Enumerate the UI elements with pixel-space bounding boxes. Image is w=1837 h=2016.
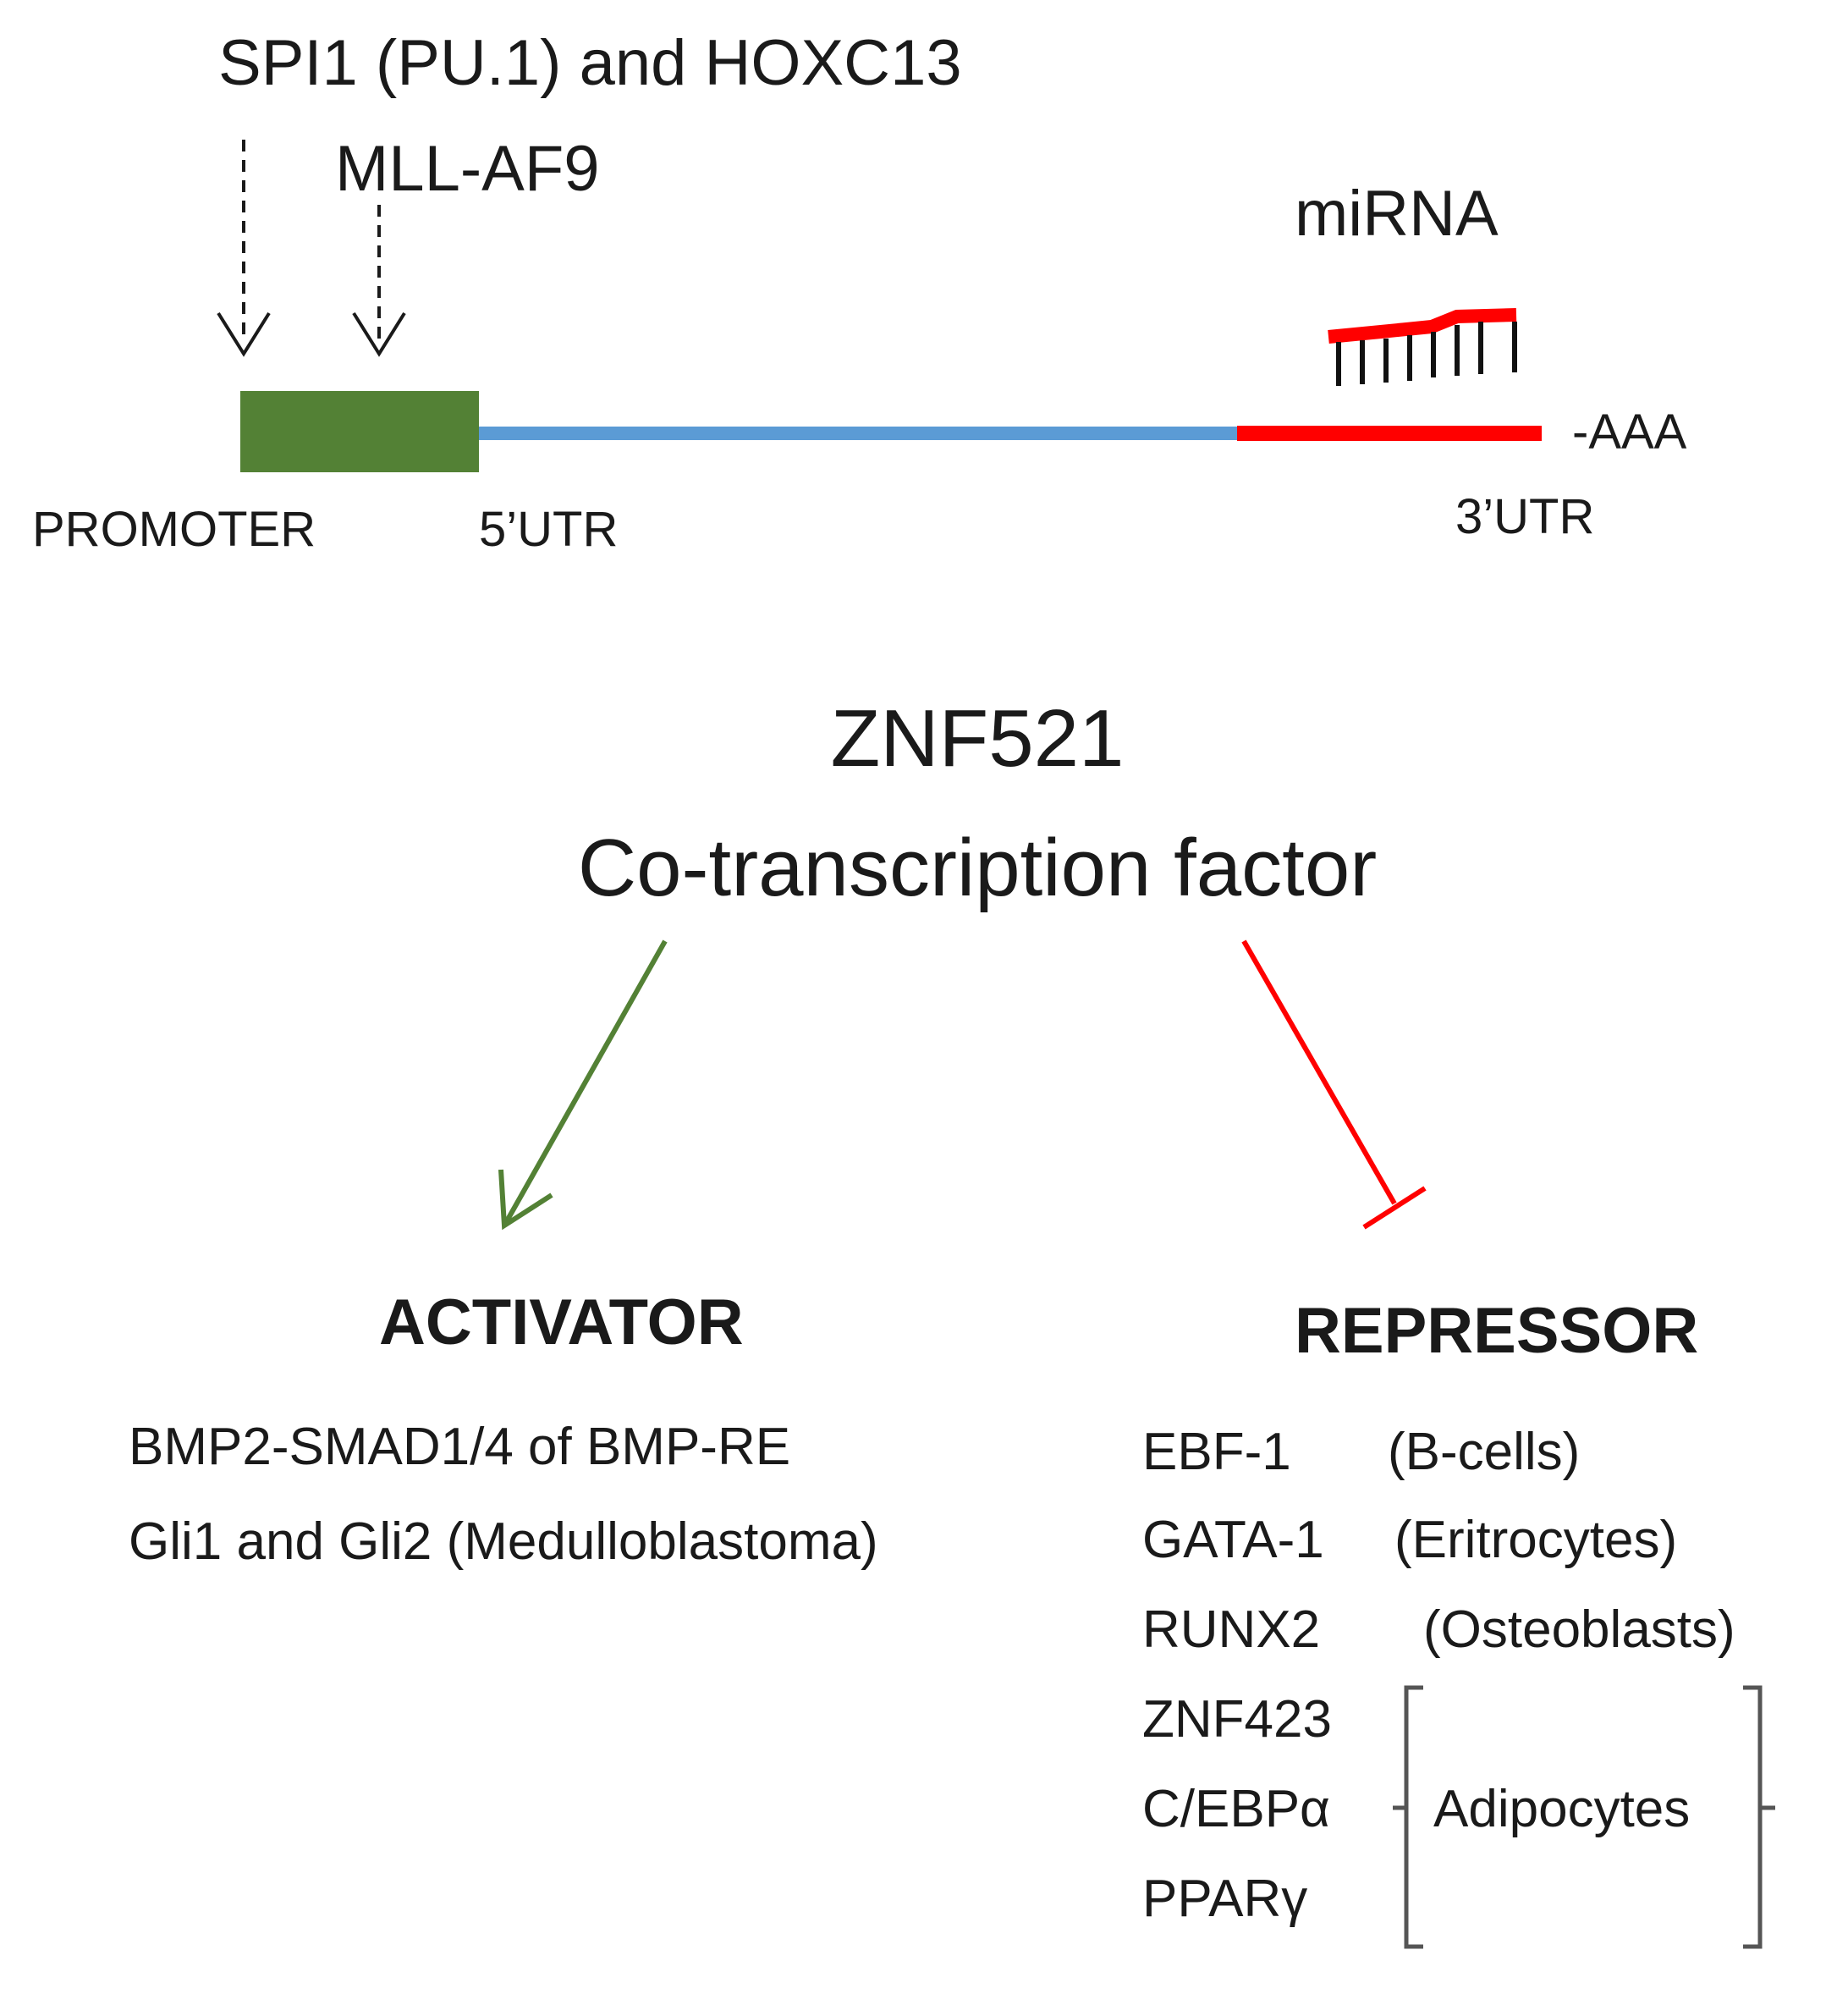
polya-tail-label: -AAA [1572, 405, 1687, 460]
promoter-box [240, 391, 479, 472]
mirna-icon [1328, 308, 1517, 386]
repressor-item-name: RUNX2 [1142, 1600, 1320, 1659]
repressor-heading: REPRESSOR [1295, 1295, 1698, 1367]
upstream-regulators-label: SPI1 (PU.1) and HOXC13 [218, 27, 962, 99]
gene-role: Co-transcription factor [578, 823, 1377, 913]
activator-item: Gli1 and Gli2 (Medulloblastoma) [129, 1512, 878, 1571]
activation-arrow [498, 939, 668, 1231]
promoter-label: PROMOTER [32, 502, 316, 557]
repressor-item-name: EBF-1 [1142, 1423, 1291, 1481]
repressor-item-context: (B-cells) [1388, 1423, 1580, 1481]
repressor-item-name: C/EBPα [1142, 1780, 1330, 1838]
mirna-label: miRNA [1295, 178, 1499, 250]
repressor-item-name: GATA-1 [1142, 1511, 1324, 1569]
spi1-arrowhead [217, 311, 271, 357]
repressor-item-name: ZNF423 [1142, 1690, 1332, 1749]
utr5-label: 5’UTR [479, 502, 618, 557]
utr3-label: 3’UTR [1455, 489, 1594, 544]
adipocytes-label: Adipocytes [1433, 1780, 1690, 1838]
repressor-item-context: (Eritrocytes) [1394, 1511, 1677, 1569]
activator-section: ACTIVATOR BMP2-SMAD1/4 of BMP-RE Gli1 an… [129, 1286, 878, 1571]
center-title: ZNF521 Co-transcription factor [578, 693, 1377, 913]
gene-structure: SPI1 (PU.1) and HOXC13 MLL-AF9 -AAA miRN… [32, 27, 1687, 557]
activator-heading: ACTIVATOR [379, 1286, 744, 1358]
repressor-item-name: PPARγ [1142, 1870, 1307, 1928]
repressor-item-context: (Osteoblasts) [1423, 1600, 1735, 1659]
repression-arrow [1241, 939, 1427, 1230]
adipocytes-bracket [1393, 1685, 1775, 1949]
activator-item: BMP2-SMAD1/4 of BMP-RE [129, 1418, 790, 1476]
mll-af9-arrowhead [352, 311, 406, 357]
mll-af9-label: MLL-AF9 [335, 133, 600, 205]
gene-name: ZNF521 [831, 693, 1125, 784]
repressor-section: REPRESSOR EBF-1 (B-cells) GATA-1 (Eritro… [1142, 1295, 1775, 1949]
